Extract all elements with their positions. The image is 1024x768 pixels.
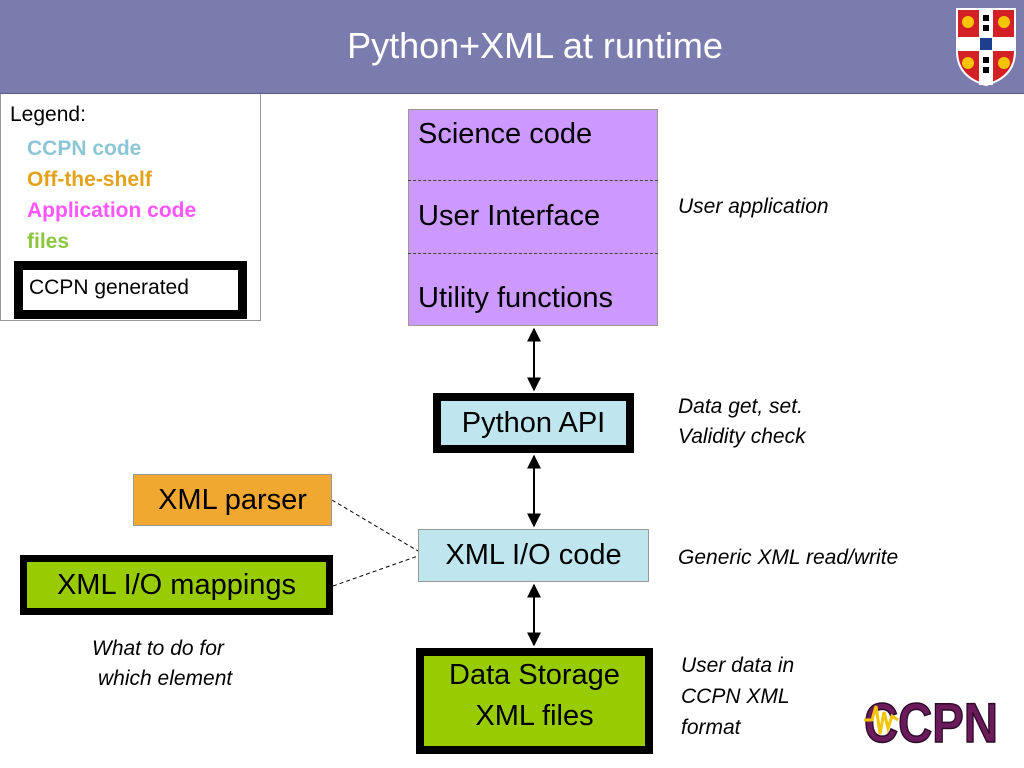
legend-ccpn-code: CCPN code [27,137,142,160]
dashed-parser-xmlio [331,499,419,552]
data-storage-sublabel: XML files [475,700,594,732]
legend-heading: Legend: [10,103,86,126]
legend-application-code: Application code [27,199,197,222]
legend-ccpn-generated: CCPN generated [14,261,247,319]
ccpn-logo: CCPN [863,690,999,748]
university-crest-icon [956,8,1016,87]
note-data-line1: User data in [681,654,795,677]
legend-files: files [27,230,70,253]
xml-io-mappings-box: XML I/O mappings [20,555,333,615]
note-generic-xml: Generic XML read/write [678,546,899,569]
note-data-line3: format [681,716,741,739]
note-api-line1: Data get, set. [678,395,803,418]
note-user-application: User application [678,195,829,218]
xml-io-code-box: XML I/O code [418,529,649,582]
stack-divider [408,253,658,254]
python-api-box: Python API [433,393,634,453]
legend-off-the-shelf: Off-the-shelf [27,168,152,191]
note-api-line2: Validity check [678,425,806,448]
data-storage-box [416,648,653,754]
xml-parser-box: XML parser [133,474,332,526]
note-what-line1: What to do for [92,637,224,660]
note-what-line2: which element [98,667,233,690]
stack-divider [408,180,658,181]
data-storage-label: Data Storage [449,659,620,691]
stack-science-code: Science code [418,118,593,150]
note-data-line2: CCPN XML [681,685,790,708]
application-stack [408,109,658,326]
header-bar [0,0,1024,94]
slide-title: Python+XML at runtime [347,25,723,66]
stack-utility-functions: Utility functions [418,282,614,314]
stack-user-interface: User Interface [418,200,601,232]
dashed-mappings-xmlio [332,555,419,587]
